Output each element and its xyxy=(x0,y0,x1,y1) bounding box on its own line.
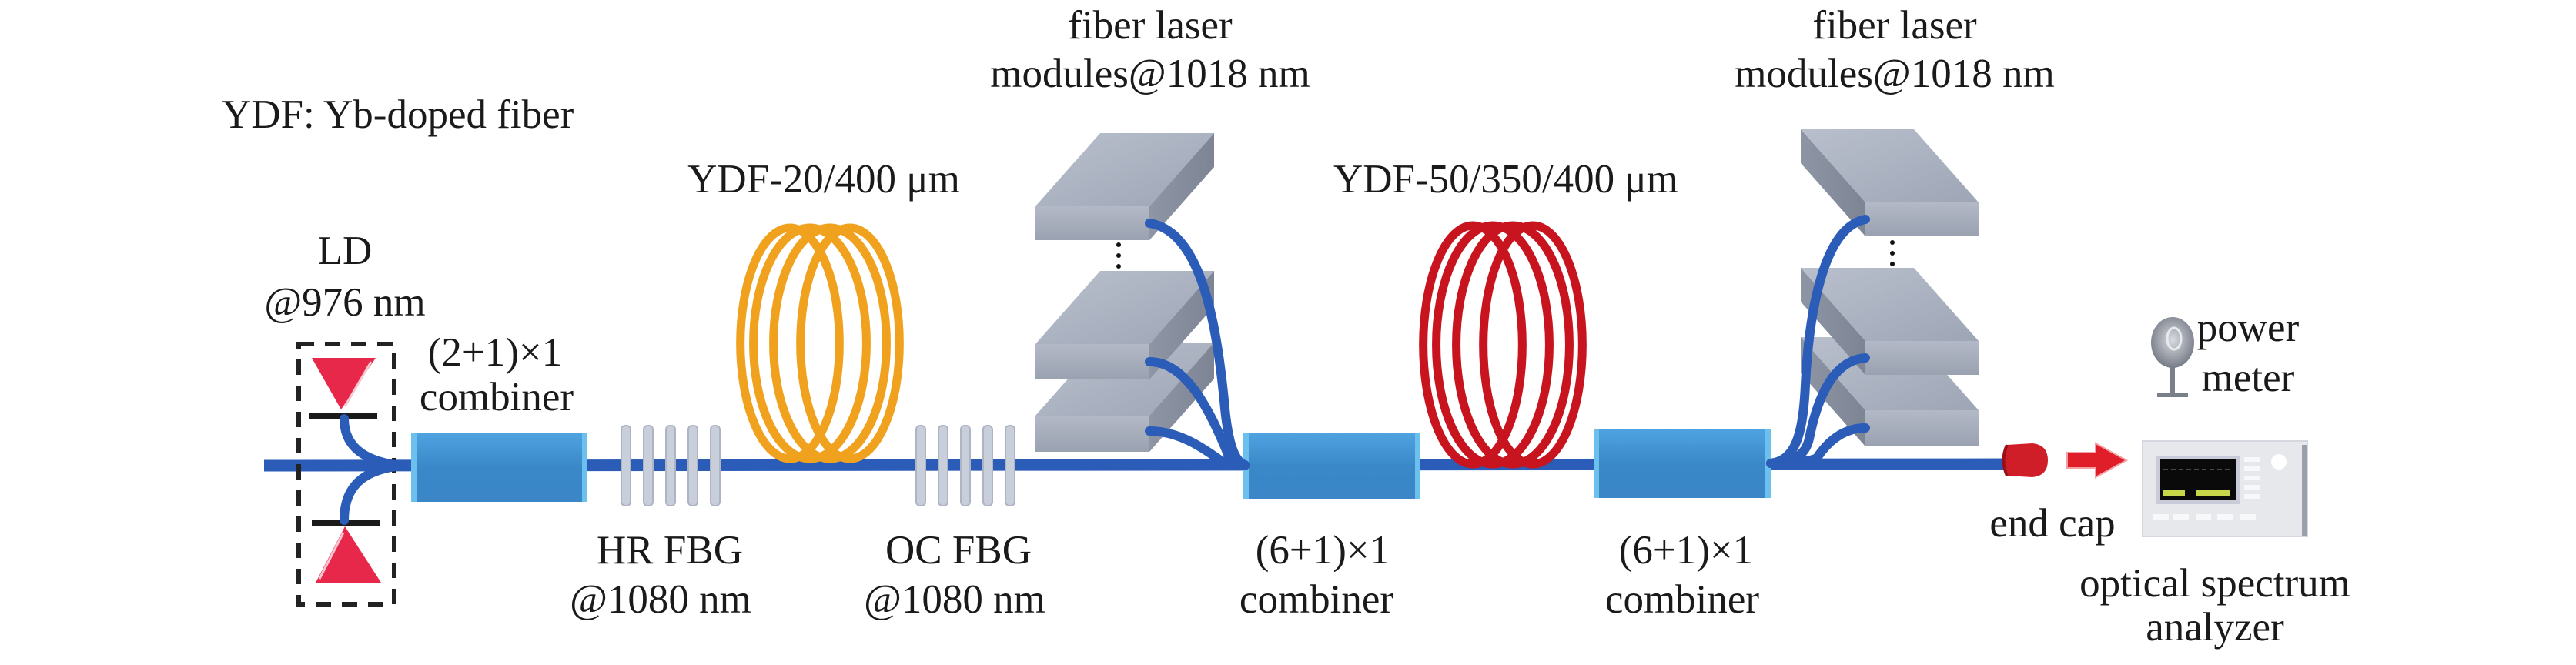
ellipsis-dot xyxy=(1890,240,1895,245)
ellipsis-dot xyxy=(1116,264,1121,269)
ld-top-diode-icon xyxy=(312,358,376,409)
fbg-plate xyxy=(915,425,926,506)
coil-loop xyxy=(1432,221,1554,469)
ydf-1-label: YDF-20/400 μm xyxy=(687,157,960,202)
end-cap-icon xyxy=(2002,443,2048,477)
ld-bottom-diode-highlight xyxy=(318,532,345,580)
coil-loop xyxy=(749,223,871,463)
module-top-face xyxy=(1801,268,1979,341)
combiner-2-port-label: (6+1)×1 xyxy=(1256,528,1390,573)
coil-loop xyxy=(769,223,891,463)
ellipsis-dot xyxy=(1890,251,1895,256)
modules-1-label: fiber laser xyxy=(1068,3,1233,48)
modules-1-wavelength-label: modules@1018 nm xyxy=(990,52,1310,96)
osa-label-2: analyzer xyxy=(2146,605,2284,650)
power-meter-icon xyxy=(2151,317,2194,397)
fiber-laser-modules-2 xyxy=(1766,129,1979,468)
module-fiber xyxy=(1766,215,1870,468)
osa-label: optical spectrum xyxy=(2079,561,2350,606)
combiner-2 xyxy=(1243,433,1420,499)
ld-label: LD xyxy=(318,229,373,273)
coil-loop xyxy=(1419,221,1527,469)
hr-fbg-wavelength-label: @1080 nm xyxy=(570,577,751,622)
coil-loop xyxy=(796,223,904,463)
module-side-face xyxy=(1149,343,1214,452)
module-top-face xyxy=(1035,133,1214,206)
fbg-plate xyxy=(710,425,721,506)
fbg-plate xyxy=(1005,425,1015,506)
hr-fbg-icon xyxy=(621,425,721,506)
fbg-plate xyxy=(687,425,698,506)
oc-fbg-label: OC FBG xyxy=(885,528,1032,573)
ydf-1-coil-icon xyxy=(736,223,904,463)
module-fiber xyxy=(1766,423,1870,468)
ellipsis-dot xyxy=(1116,253,1121,258)
fbg-plate xyxy=(960,425,971,506)
module-front-face xyxy=(1865,341,1979,375)
end-cap-label: end cap xyxy=(1989,501,2115,546)
ellipsis-dot xyxy=(1116,242,1121,247)
fbg-plate xyxy=(665,425,676,506)
oc-fbg-icon xyxy=(915,425,1015,506)
ld-top-diode-highlight xyxy=(343,361,373,407)
combiner-1 xyxy=(411,433,587,502)
module-side-face xyxy=(1149,133,1214,240)
combiner-1-label: combiner xyxy=(420,375,574,419)
coil-loop xyxy=(1452,221,1574,469)
ld-wavelength-label: @976 nm xyxy=(264,280,425,325)
ellipsis-dot xyxy=(1890,262,1895,266)
combiner-3-label: combiner xyxy=(1605,577,1759,622)
ld-bottom-pigtail xyxy=(340,461,405,525)
fbg-plate xyxy=(643,425,654,506)
module-front-face xyxy=(1865,202,1979,236)
ld-dashed-box xyxy=(296,342,396,607)
combiner-2-label: combiner xyxy=(1239,577,1393,622)
module-fiber xyxy=(1145,219,1250,470)
power-meter-label-2: meter xyxy=(2202,356,2295,400)
ydf-2-coil-icon xyxy=(1419,221,1587,469)
combiner-3-port-label: (6+1)×1 xyxy=(1619,528,1754,573)
modules-2-wavelength-label: modules@1018 nm xyxy=(1735,52,2054,96)
coil-loop xyxy=(736,223,844,463)
ydf-2-label: YDF-50/350/400 μm xyxy=(1333,157,1678,202)
fbg-plate xyxy=(621,425,631,506)
power-meter-label: power xyxy=(2197,306,2300,350)
module-top-face xyxy=(1035,271,1214,344)
optical-spectrum-analyzer-icon xyxy=(2142,440,2308,537)
combiner-3 xyxy=(1594,429,1771,498)
module-front-face xyxy=(1865,410,1979,446)
ld-pump-group xyxy=(296,342,405,607)
module-fiber xyxy=(1145,426,1250,470)
module-side-face xyxy=(1801,337,1865,446)
combiner-1-port-label: (2+1)×1 xyxy=(428,330,563,375)
module-front-face xyxy=(1035,344,1149,379)
fbg-plate xyxy=(982,425,993,506)
modules-2-label: fiber laser xyxy=(1812,3,1977,48)
legend-text: YDF: Yb-doped fiber xyxy=(222,92,574,137)
module-side-face xyxy=(1801,129,1865,236)
beam-arrow-icon xyxy=(2066,442,2129,479)
ld-bottom-diode-icon xyxy=(316,526,381,583)
module-front-face xyxy=(1035,416,1149,452)
module-front-face xyxy=(1035,206,1149,240)
module-side-face xyxy=(1149,271,1214,379)
module-top-face xyxy=(1801,129,1979,202)
fbg-plate xyxy=(938,425,948,506)
hr-fbg-label: HR FBG xyxy=(597,528,743,573)
coil-loop xyxy=(1479,221,1587,469)
fiber-laser-modules-1 xyxy=(1035,133,1250,470)
oc-fbg-wavelength-label: @1080 nm xyxy=(864,577,1045,622)
